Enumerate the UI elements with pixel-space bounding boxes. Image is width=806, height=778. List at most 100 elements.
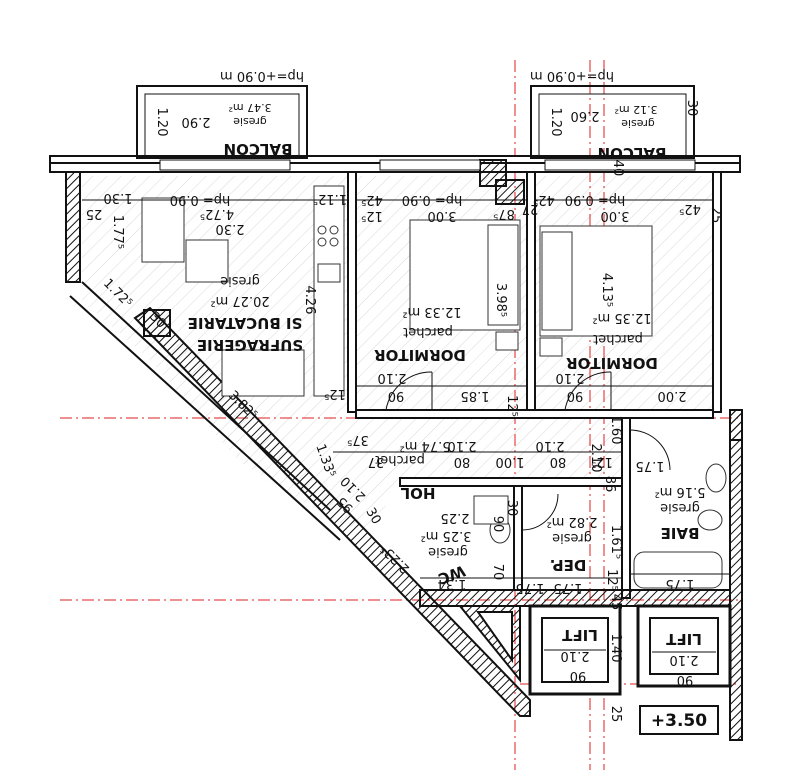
- living-width: 2.30: [216, 221, 245, 236]
- lift2-width: 2.10: [670, 652, 699, 667]
- dim-2-10a: 2.10: [378, 370, 407, 385]
- left-wall: [65, 171, 81, 283]
- windows: [159, 159, 696, 171]
- door-wc: [521, 493, 559, 531]
- dim-42c: 42⁵: [679, 201, 701, 216]
- dim-1-85: 1.85: [461, 388, 490, 403]
- hall-lower-wall: [399, 477, 623, 487]
- dim-37b: 37: [368, 454, 385, 469]
- door-bed1: [385, 371, 433, 411]
- bed2-depth: 4.13⁵: [599, 273, 614, 307]
- balcony1-floor-type: gresie: [233, 115, 267, 128]
- living-height: 4.26: [302, 286, 317, 315]
- armchair: [185, 239, 229, 283]
- window-bed2: [544, 159, 696, 171]
- sofa: [221, 349, 305, 397]
- column-3: [143, 309, 171, 337]
- dim-1-00: 1.00: [496, 454, 525, 469]
- dim-1-12: 1.12⁵: [313, 191, 347, 206]
- window-bed1: [379, 159, 481, 171]
- furniture: [141, 185, 727, 589]
- hob-4: [329, 237, 339, 247]
- dim-80a: 80: [454, 454, 471, 469]
- living-depth: 4.72⁵: [200, 206, 234, 221]
- lift2-depth: 90: [677, 672, 694, 687]
- partition-living-bed1: [347, 171, 357, 413]
- dim-1-40: 1.40: [608, 634, 623, 663]
- bed1-name: DORMITOR: [374, 346, 466, 364]
- dim-86: 86: [602, 476, 617, 493]
- dim-1-34: 1.34: [438, 576, 467, 591]
- bed2-area: 12.35 m²: [592, 310, 651, 325]
- door-bed2: [564, 371, 612, 411]
- balcony2-hp: hp=+0.90 m: [530, 68, 614, 83]
- bath-left-wall: [621, 417, 631, 599]
- bed1-area: 12.33 m²: [402, 304, 461, 319]
- stair-inner: [476, 611, 513, 664]
- hall-width: 2.10: [448, 438, 477, 453]
- dim-25c: 25: [608, 706, 623, 723]
- dim-2-10c: 2.10: [588, 444, 603, 473]
- bathtub: [633, 551, 723, 589]
- dim-12e: 12⁵: [604, 569, 619, 591]
- balcony1-width: 2.90: [182, 114, 211, 129]
- storage-area: 2.82 m²: [547, 514, 598, 529]
- dim-12a: 12⁵: [361, 208, 383, 223]
- toilet: [705, 463, 727, 493]
- hall-name: HOL: [400, 484, 435, 502]
- lift1-name: LIFT: [561, 626, 597, 644]
- door-bath: [629, 429, 671, 471]
- dim-87: 87⁵: [493, 206, 515, 221]
- wc-floor-type: gresie: [428, 544, 468, 559]
- bath-area: 5.16 m²: [655, 484, 706, 499]
- dim-37a: 37⁵: [347, 432, 369, 447]
- window-living: [159, 159, 291, 171]
- hall-depth: 2.10: [536, 438, 565, 453]
- balcony2-area: 3.12 m²: [614, 103, 657, 116]
- lift1-depth: 90: [570, 668, 587, 683]
- bed2-width: 3.00: [601, 208, 630, 223]
- level-badge-box: [639, 705, 719, 735]
- nightstand-1: [495, 331, 519, 351]
- right-wall-bed2: [712, 171, 722, 413]
- bath-width-bottom: 1.75: [666, 576, 695, 591]
- balcony1-name: BALCON: [224, 140, 293, 158]
- balconies: [136, 85, 695, 159]
- labels: +3.50 SUFRAGERIE SI BUCATARIE 20.27 m² g…: [86, 68, 723, 735]
- rotated-labels: SUFRAGERIE SI BUCATARIE 20.27 m² gresie …: [86, 68, 723, 722]
- bed1-width: 3.00: [428, 208, 457, 223]
- hall-floor-type: parchet: [375, 452, 425, 467]
- level-badge: +3.50: [651, 711, 707, 731]
- dim-90a: 90: [388, 388, 405, 403]
- dim-45: 45: [608, 594, 623, 611]
- dimension-lines: [82, 199, 730, 653]
- balcony-1-frame: [136, 85, 308, 159]
- dim-30c: 30: [362, 505, 383, 527]
- bed2-floor-type: parchet: [593, 331, 643, 346]
- bath-floor-type: gresie: [660, 500, 700, 515]
- living-floor-type: gresie: [220, 273, 260, 288]
- bed-1-pillows: [487, 224, 519, 326]
- storage-floor-type: gresie: [552, 530, 592, 545]
- bed2-name: DORMITOR: [566, 354, 658, 372]
- dim-30: 30: [684, 100, 699, 117]
- bedroom-bottom-wall: [355, 409, 714, 419]
- dim-25a: 25: [86, 206, 103, 221]
- balcony-1-inner: [144, 93, 300, 157]
- living-name-2: SI BUCATARIE: [188, 314, 303, 332]
- hob-3: [317, 237, 327, 247]
- balcony1-area: 3.47 m²: [228, 101, 271, 114]
- living-name-1: SUFRAGERIE: [197, 336, 303, 354]
- dim-12d: 12⁵: [591, 454, 613, 469]
- dim-2-10b: 2.10: [556, 370, 585, 385]
- bed1-depth: 3.98⁵: [493, 283, 508, 317]
- lift-2-box: [649, 617, 719, 675]
- right-building-wall: [729, 409, 743, 741]
- storage-width: 1.75: [554, 580, 583, 595]
- dim-1-75b: 1.75: [516, 580, 545, 595]
- dim-80b: 80: [550, 454, 567, 469]
- column-4: [729, 409, 743, 441]
- balcony2-width: 2.60: [571, 108, 600, 123]
- washing-machine: [473, 495, 509, 525]
- dim-1-77: 1.77⁵: [110, 215, 125, 249]
